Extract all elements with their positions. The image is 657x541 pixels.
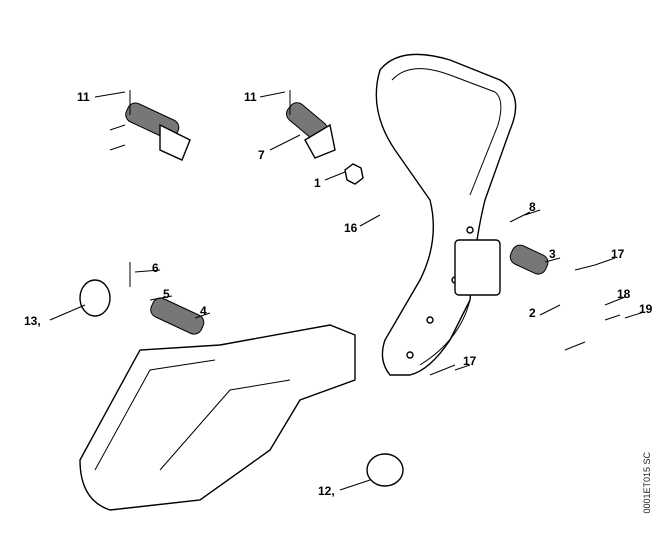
leader-lines	[49, 91, 645, 491]
label-16: 16	[344, 221, 358, 235]
label-6: 6	[152, 261, 159, 275]
buffer-spring-7-upper-left	[125, 102, 191, 161]
label-11: 11	[244, 90, 257, 104]
spring-3	[509, 244, 549, 275]
plug-13	[79, 279, 111, 317]
label-11: 11	[77, 90, 90, 104]
label-5: 5	[163, 287, 170, 301]
annular-buffer-1	[344, 163, 364, 185]
handle-housing	[79, 324, 356, 511]
label-2: 2	[529, 306, 536, 320]
bracket	[454, 239, 501, 296]
drawing-code: 0001ET015 SC	[642, 452, 652, 514]
label-18: 18	[617, 287, 631, 301]
label-19: 19	[639, 302, 653, 316]
label-1: 1	[314, 176, 321, 190]
buffer-spring-7	[286, 102, 336, 159]
label-17: 17	[463, 354, 477, 368]
label-13: 13,	[24, 314, 41, 328]
label-7: 7	[258, 148, 265, 162]
screws	[129, 90, 621, 376]
label-8: 8	[529, 200, 536, 214]
label-3: 3	[549, 247, 556, 261]
label-4: 4	[200, 304, 207, 318]
handlebar-16	[375, 53, 517, 376]
label-17: 17	[611, 247, 625, 261]
spring-4	[150, 297, 205, 335]
label-12: 12,	[318, 484, 335, 498]
plug-12	[366, 453, 404, 487]
